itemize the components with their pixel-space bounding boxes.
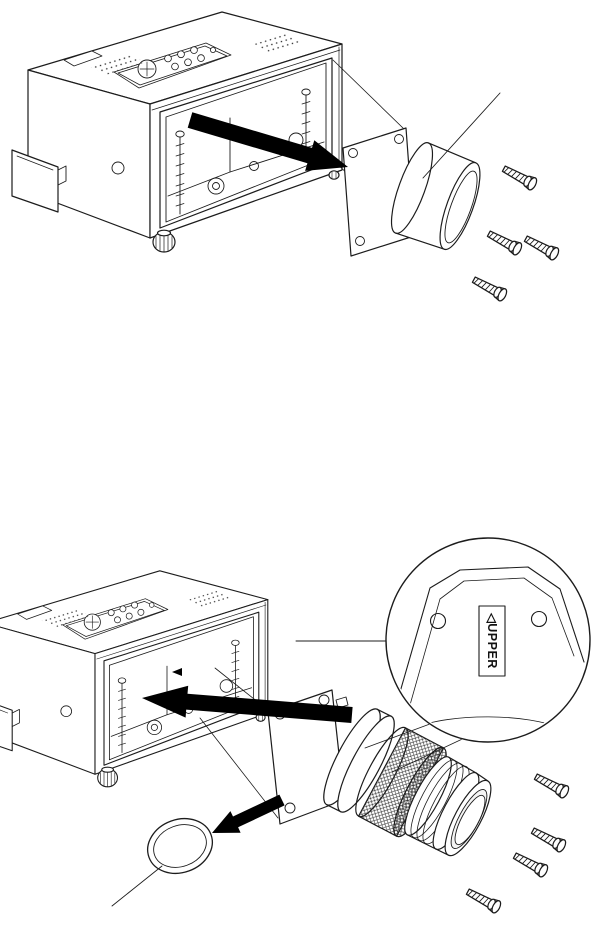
detail-circle: ◁UPPER [295, 537, 591, 773]
lens-cap [147, 818, 213, 874]
screw-icon [511, 849, 551, 879]
flange-screw-hole [355, 236, 365, 246]
lens-cap-leader-line [111, 865, 163, 907]
upper-label-text: ◁UPPER [485, 612, 499, 669]
upper-label-box [478, 605, 506, 677]
panel-lens-installation: ◁UPPER [0, 537, 591, 915]
projector-illustration [0, 571, 268, 787]
screw-icon [470, 273, 510, 303]
mount-screw-hole [429, 612, 447, 630]
panel-lens-removal [12, 12, 562, 303]
removal-direction-arrow [187, 112, 348, 171]
zoom-lens-unit [267, 689, 492, 857]
lens-leader-line [422, 92, 501, 179]
lens-glass [454, 794, 486, 846]
mounting-screws [470, 162, 562, 303]
screw-icon [485, 227, 525, 257]
flange-screw-hole [394, 134, 404, 144]
screw-icon [522, 232, 562, 262]
lens-cap-arrow [212, 794, 285, 833]
detail-connector-lines [364, 724, 462, 773]
flange-screw-hole [284, 802, 296, 814]
screw-icon [529, 824, 569, 854]
lens-barrel-face [439, 161, 481, 251]
lens-unit [342, 127, 481, 257]
flange-screw-hole [348, 148, 358, 158]
mount-screw-hole [530, 610, 548, 628]
screw-icon [532, 770, 572, 800]
screw-icon [500, 162, 540, 192]
insertion-direction-arrow [142, 685, 353, 723]
projector-illustration [12, 12, 342, 252]
screw-icon [464, 885, 504, 915]
